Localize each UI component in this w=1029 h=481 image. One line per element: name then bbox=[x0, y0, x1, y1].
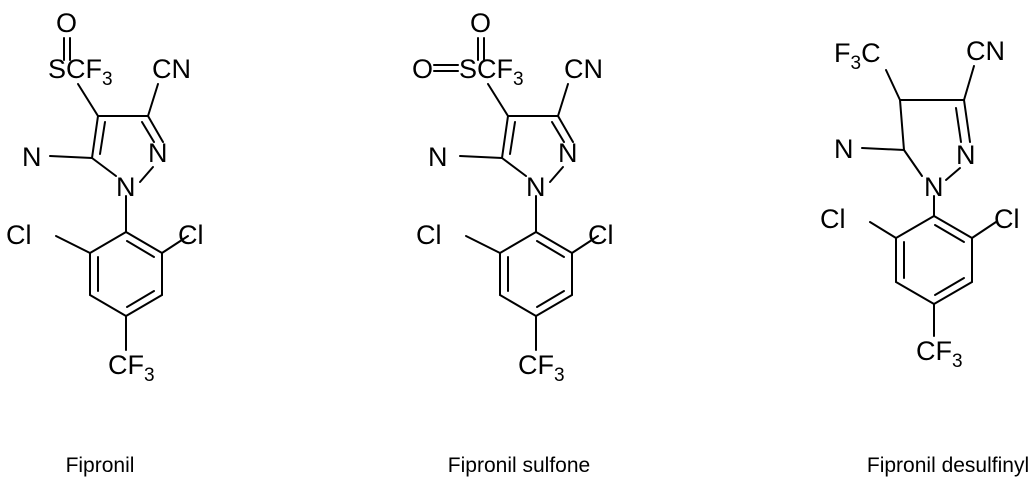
atom-s-cf3-sub: 3 bbox=[102, 69, 113, 90]
atom-cf3-para-main: CF bbox=[518, 350, 554, 380]
bond-n1-c5 bbox=[903, 149, 923, 177]
atom-cl-right: Cl bbox=[588, 220, 614, 250]
bond-ph-inner-2 bbox=[536, 290, 565, 308]
atom-f3c: F3C bbox=[834, 38, 881, 74]
atom-n-amine: N bbox=[834, 134, 854, 164]
bond-n2-n1 bbox=[549, 166, 564, 183]
bond-c3-n2 bbox=[147, 115, 164, 143]
bond-c3-cn bbox=[557, 83, 569, 117]
bond-ph-inner-1 bbox=[126, 240, 155, 258]
atom-s-cf3-main: SCF bbox=[459, 54, 513, 84]
bond-ph-3 bbox=[933, 281, 973, 305]
atom-cn: CN bbox=[966, 36, 1005, 66]
atom-cl-left: Cl bbox=[6, 220, 32, 250]
bond-n2-n1 bbox=[945, 167, 961, 181]
atom-s-cf3: SCF3 bbox=[459, 54, 524, 90]
atom-f3c-main: F bbox=[834, 38, 851, 68]
atom-s-cf3-main: SCF bbox=[48, 54, 102, 84]
bond-ph-3 bbox=[535, 294, 573, 317]
atom-f3c-tail: C bbox=[861, 38, 881, 68]
bond-c5-c4 bbox=[91, 115, 99, 159]
atom-s-cf3-sub: 3 bbox=[513, 69, 524, 90]
bond-c3-n2 bbox=[557, 115, 574, 143]
bond-ph-3 bbox=[125, 294, 163, 317]
bond-c5-c4 bbox=[501, 115, 509, 159]
atom-cf3-para-main: CF bbox=[108, 350, 144, 380]
bond-ph-cl-left bbox=[465, 235, 501, 254]
bond-ph-inner-2 bbox=[934, 277, 965, 296]
bond-n1-c5 bbox=[501, 157, 527, 177]
atom-o-left: O bbox=[412, 54, 433, 84]
bond-ph-6 bbox=[499, 231, 537, 254]
bond-ph-4 bbox=[89, 294, 127, 317]
atom-n-ring-right: N bbox=[956, 140, 976, 170]
bond-ph-cl-right bbox=[161, 235, 189, 254]
atom-n-ring-bottom: N bbox=[526, 172, 546, 202]
bond-c3-cn bbox=[963, 65, 975, 101]
bond-c5-n bbox=[861, 147, 905, 151]
bond-ph-1 bbox=[535, 231, 573, 254]
atom-cl-right: Cl bbox=[994, 204, 1020, 234]
bond-n2-n1 bbox=[139, 166, 154, 183]
bond-c3-n2-inner bbox=[551, 121, 565, 143]
atom-o-top: O bbox=[470, 8, 491, 38]
atom-s-cf3: SCF3 bbox=[48, 54, 113, 90]
bond-ph-inner-1 bbox=[536, 240, 565, 258]
molecule-fipronil-desulfinyl: F3C CN N N N Cl Cl CF3 Fipronil desulfin… bbox=[820, 36, 1029, 477]
molecule-fipronil-sulfone: O O SCF3 CN N N N Cl Cl CF3 Fipronil sul… bbox=[412, 8, 614, 477]
atom-cf3-para: CF3 bbox=[108, 350, 155, 386]
bond-ph-cl-left bbox=[869, 221, 897, 239]
bond-c5-c4-inner bbox=[509, 121, 516, 155]
atom-cf3-para: CF3 bbox=[518, 350, 565, 386]
bond-ph-cl-right bbox=[971, 221, 997, 239]
atom-cf3-para-sub: 3 bbox=[952, 351, 963, 372]
bond-ph-6 bbox=[895, 215, 935, 239]
atom-cf3-para: CF3 bbox=[916, 336, 963, 372]
bond-ph-4 bbox=[499, 294, 537, 317]
bond-s-c4 bbox=[487, 83, 509, 117]
atom-n-ring-bottom: N bbox=[924, 172, 944, 202]
bond-c3-cn bbox=[147, 83, 159, 117]
atom-n-amine: N bbox=[22, 142, 42, 172]
bond-c3-n2-inner bbox=[955, 107, 962, 143]
bond-c3-n2 bbox=[963, 99, 971, 143]
bond-ph-cl-right bbox=[571, 235, 599, 254]
bond-c5-c4 bbox=[899, 99, 905, 151]
atom-cl-left: Cl bbox=[416, 220, 442, 250]
bond-c5-c4-inner bbox=[99, 121, 106, 155]
bond-c5-n bbox=[49, 155, 93, 159]
atom-n-ring-right: N bbox=[148, 138, 168, 168]
bond-ph-inner-1 bbox=[934, 224, 965, 243]
atom-cl-left: Cl bbox=[820, 204, 846, 234]
caption-fipronil-sulfone: Fipronil sulfone bbox=[448, 454, 590, 477]
atom-o-top: O bbox=[56, 8, 77, 38]
atom-n-amine: N bbox=[428, 142, 448, 172]
bond-c5-n bbox=[459, 155, 503, 159]
bond-ph-1 bbox=[933, 215, 973, 239]
bond-ph-cl-left bbox=[55, 235, 91, 254]
bond-cf3-c4 bbox=[885, 69, 901, 101]
caption-fipronil-desulfinyl: Fipronil desulfinyl bbox=[867, 454, 1029, 477]
atom-f3c-sub: 3 bbox=[851, 53, 862, 74]
bond-s-c4 bbox=[77, 83, 99, 117]
atom-n-ring-bottom: N bbox=[116, 172, 136, 202]
atom-cn: CN bbox=[152, 54, 191, 84]
bond-c3-n2-inner bbox=[141, 121, 155, 143]
caption-fipronil: Fipronil bbox=[66, 454, 135, 477]
bond-ph-1 bbox=[125, 231, 163, 254]
atom-cf3-para-main: CF bbox=[916, 336, 952, 366]
bond-ph-4 bbox=[895, 281, 935, 305]
molecule-fipronil: O SCF3 CN N N N Cl Cl CF3 Fipronil bbox=[6, 8, 204, 477]
bond-ph-6 bbox=[89, 231, 127, 254]
bond-ph-inner-2 bbox=[126, 290, 155, 308]
bond-n1-c5 bbox=[91, 157, 117, 177]
atom-cf3-para-sub: 3 bbox=[554, 365, 565, 386]
atom-cl-right: Cl bbox=[178, 220, 204, 250]
atom-cn: CN bbox=[564, 54, 603, 84]
atom-n-ring-right: N bbox=[558, 138, 578, 168]
atom-cf3-para-sub: 3 bbox=[144, 365, 155, 386]
